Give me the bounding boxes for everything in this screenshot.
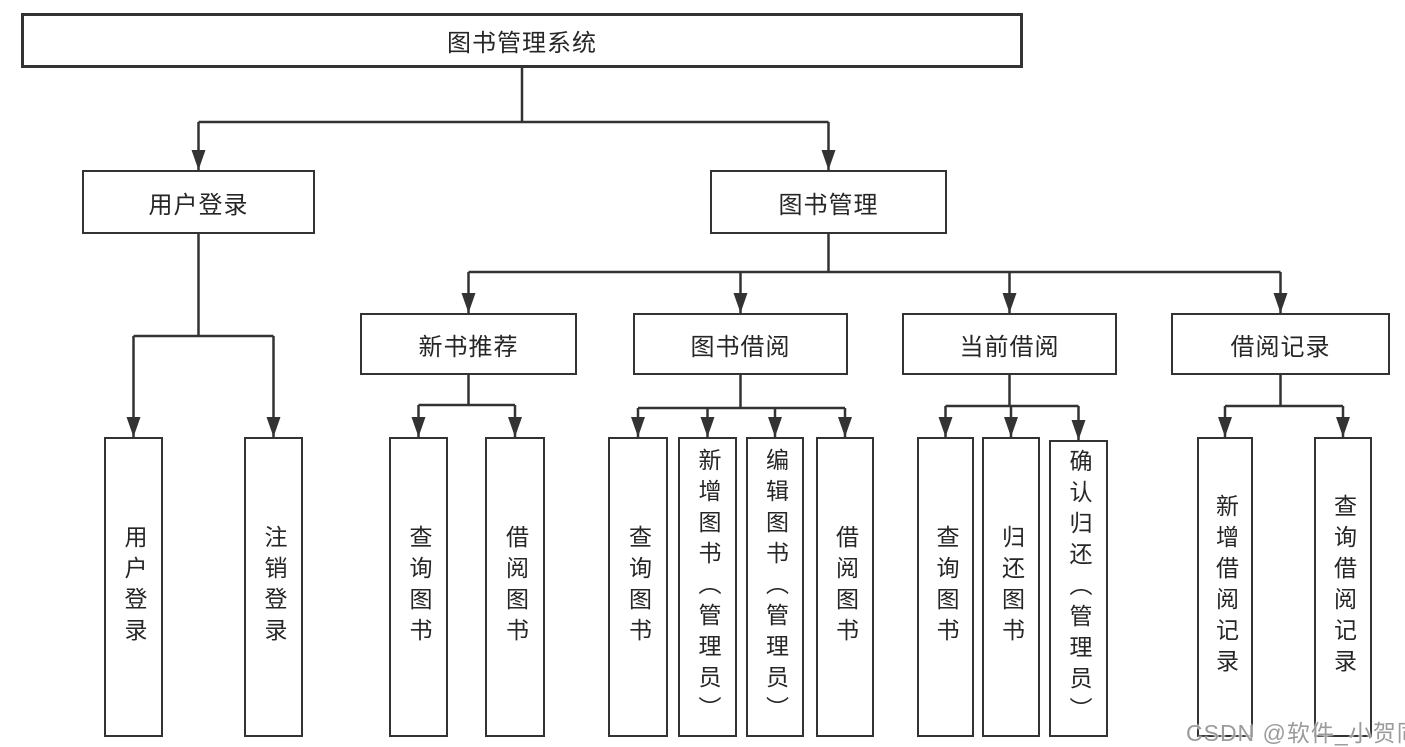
leaf-label: 查询图书: [625, 525, 652, 649]
leaf-current-query-books: 查询图书: [917, 437, 974, 737]
connector-book-borrowing: [631, 375, 852, 437]
leaf-label: 借阅图书: [832, 525, 859, 649]
leaf-label: 确认归还（管理员）: [1066, 449, 1092, 728]
leaf-borrowing-query-books: 查询图书: [608, 437, 668, 737]
node-library-system-root: 图书管理系统: [21, 13, 1023, 68]
node-label: 图书管理系统: [447, 30, 597, 57]
leaf-label: 编辑图书（管理员）: [762, 447, 789, 727]
leaf-label: 查询图书: [406, 525, 432, 649]
watermark: CSDN @软件_小贺同学: [1186, 720, 1405, 746]
connector-root-to-level1: [191, 68, 836, 170]
connector-book-management-branch: [461, 234, 1288, 313]
node-current-borrowing: 当前借阅: [902, 313, 1117, 375]
node-user-login-branch: 用户登录: [82, 170, 315, 234]
node-label: 新书推荐: [418, 333, 519, 361]
connector-borrow-records: [1218, 375, 1350, 437]
node-label: 图书管理: [778, 191, 879, 219]
node-new-book-recommend: 新书推荐: [360, 313, 577, 375]
leaf-recommend-borrow-books: 借阅图书: [485, 437, 545, 737]
leaf-label: 归还图书: [998, 525, 1025, 649]
leaf-borrowing-add-book-admin: 新增图书（管理员）: [678, 437, 737, 737]
leaf-label: 注销登录: [261, 525, 287, 649]
leaf-current-confirm-return-admin: 确认归还（管理员）: [1049, 440, 1108, 737]
leaf-label: 查询图书: [933, 525, 959, 649]
node-label: 图书借阅: [690, 333, 791, 361]
leaf-records-add-record: 新增借阅记录: [1197, 437, 1253, 737]
node-label: 借阅记录: [1230, 333, 1331, 361]
connector-current-borrowing: [938, 375, 1086, 440]
node-label: 用户登录: [148, 191, 249, 219]
connector-new-book-recommend: [411, 375, 522, 437]
leaf-borrowing-edit-book-admin: 编辑图书（管理员）: [746, 437, 804, 737]
leaf-label: 新增借阅记录: [1212, 494, 1239, 680]
leaf-label: 新增图书（管理员）: [695, 447, 721, 727]
leaf-recommend-query-books: 查询图书: [389, 437, 448, 737]
node-book-management-branch: 图书管理: [710, 170, 947, 234]
node-borrow-records: 借阅记录: [1171, 313, 1390, 375]
leaf-borrowing-borrow-books: 借阅图书: [816, 437, 874, 737]
leaf-label: 用户登录: [121, 525, 147, 649]
leaf-records-query-record: 查询借阅记录: [1314, 437, 1372, 737]
node-book-borrowing: 图书借阅: [633, 313, 848, 375]
leaf-user-login: 用户登录: [104, 437, 163, 737]
leaf-logout: 注销登录: [244, 437, 303, 737]
leaf-label: 借阅图书: [502, 525, 529, 649]
leaf-label: 查询借阅记录: [1330, 494, 1357, 680]
leaf-current-return-books: 归还图书: [982, 437, 1040, 737]
node-label: 当前借阅: [959, 333, 1060, 361]
connector-user-login-branch: [126, 234, 281, 437]
